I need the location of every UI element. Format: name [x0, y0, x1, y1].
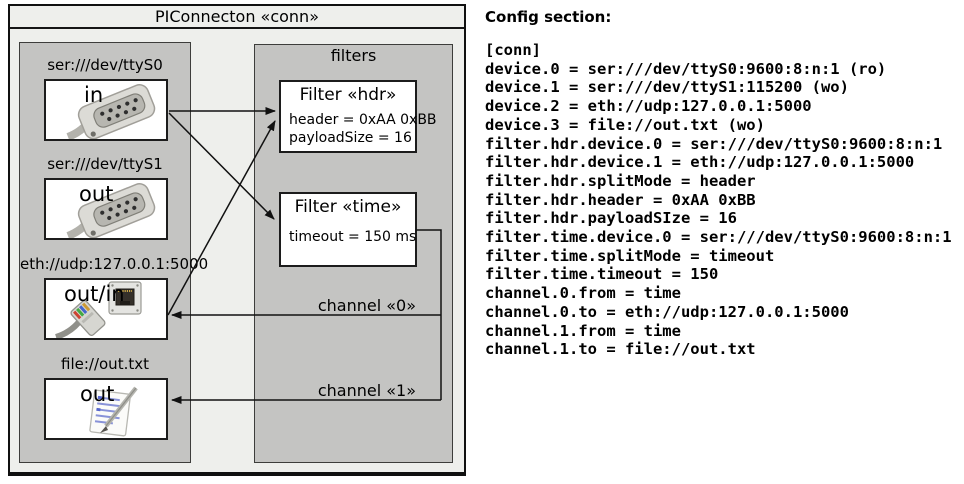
device-label-ttys0: ser:///dev/ttyS0 [47, 56, 163, 74]
filters-group-title: filters [330, 46, 377, 65]
config-heading: Config section: [485, 8, 612, 26]
device-box-ttys1: out [44, 178, 168, 240]
serial-connector-icon [66, 84, 156, 139]
ethernet-connector-icon [55, 281, 142, 338]
device-box-ttys0: in [44, 79, 168, 141]
device-label-eth: eth://udp:127.0.0.1:5000 [20, 255, 209, 273]
filter-time-title: Filter «time» [294, 197, 402, 217]
device-label-ttys1: ser:///dev/ttyS1 [47, 155, 163, 173]
serial-connector-icon [66, 183, 156, 238]
device-port-label: out/in [64, 282, 125, 306]
device-label-file: file://out.txt [61, 355, 149, 373]
device-box-file: out [44, 378, 168, 440]
filter-time-prop-timeout: timeout = 150 ms [289, 229, 417, 245]
device-port-label: out [80, 382, 115, 406]
device-box-eth: out/in [44, 278, 168, 340]
filter-box-hdr: Filter «hdr» header = 0xAA 0xBB payloadS… [279, 80, 437, 153]
channel-0-label: channel «0» [317, 296, 416, 315]
text-file-icon [89, 386, 138, 437]
device-port-label: in [84, 83, 104, 107]
device-port-label: out [79, 182, 114, 206]
filter-box-time: Filter «time» timeout = 150 ms [279, 192, 417, 267]
diagram-title: PIConnecton «conn» [155, 7, 319, 26]
filter-hdr-prop-payloadsize: payloadSize = 16 [289, 129, 412, 146]
filter-hdr-prop-header: header = 0xAA 0xBB [289, 112, 437, 128]
config-lines: [conn] device.0 = ser:///dev/ttyS0:9600:… [485, 41, 952, 359]
channel-1-label: channel «1» [317, 381, 416, 400]
filter-hdr-title: Filter «hdr» [299, 85, 397, 105]
title-separator [10, 27, 464, 29]
